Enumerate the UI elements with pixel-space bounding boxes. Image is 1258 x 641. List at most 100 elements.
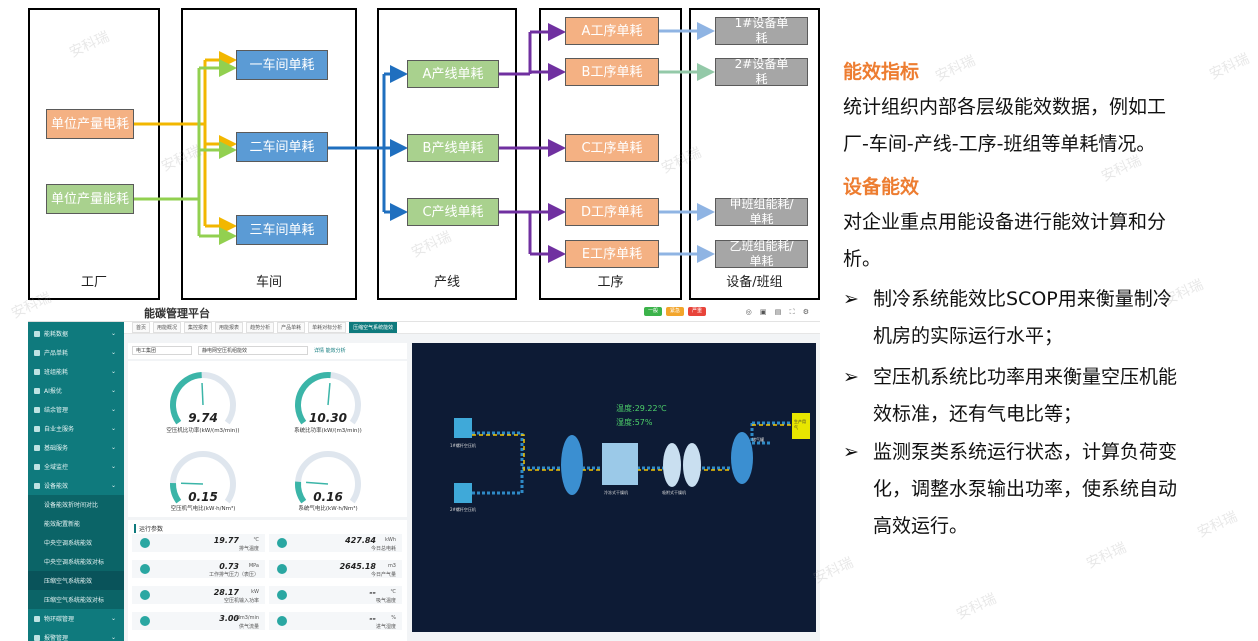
sidebar-item[interactable]: 物环碳管理⌄ <box>28 609 124 628</box>
tab[interactable]: 用能报表 <box>215 322 244 333</box>
menu-label: 全域监控 <box>44 464 69 471</box>
watermark: 安科瑞 <box>1207 50 1252 84</box>
tier-label: 设备/班组 <box>726 275 783 290</box>
menu-icon <box>34 463 40 470</box>
tab[interactable]: 集控报表 <box>184 322 213 333</box>
param-unit: m3 <box>387 563 396 569</box>
sidebar-item[interactable]: 自业主服务⌄ <box>28 419 124 438</box>
menu-label: 班组能耗 <box>44 369 69 376</box>
sidebar-menu: 能耗数据⌄产品单耗⌄班组能耗⌄AI报优⌄结余管理⌄自业主服务⌄基础服务⌄全域监控… <box>28 322 124 641</box>
node-workshop-1: 一车间单耗 <box>236 50 328 80</box>
sidebar-item[interactable]: 设备能效⌄ <box>28 476 124 495</box>
watermark: 安科瑞 <box>1195 508 1240 542</box>
para-device-line1: 对企业重点用能设备进行能效计算和分 <box>843 211 1167 233</box>
node-team-yi: 乙班组能耗/单耗 <box>715 239 808 268</box>
gauge-fill <box>170 372 202 425</box>
compressed-air-diagram: 温度:29.22℃ 湿度:57% 1#螺杆空压机 2#螺杆空压机 冷冻式干燥机 … <box>412 343 816 632</box>
sidebar-item[interactable]: 结余管理⌄ <box>28 400 124 419</box>
scada-tank-label: 储气罐 <box>752 437 764 442</box>
filter-group-select[interactable]: 静电网空压机组能效 <box>198 346 308 355</box>
menu-label: 能效配置新能 <box>44 521 81 528</box>
sidebar-subitem[interactable]: 中央空调系统能效 <box>28 533 124 552</box>
node-process-a: A工序单耗 <box>565 17 659 45</box>
param-icon <box>140 564 150 574</box>
bullet-text: 制冷系统能效比SCOP用来衡量制冷 <box>873 288 1172 310</box>
tab[interactable]: 产品单耗 <box>277 322 306 333</box>
node-team-jia: 甲班组能耗/单耗 <box>715 197 808 226</box>
app-title: 能碳管理平台 <box>144 307 210 320</box>
sidebar-subitem[interactable]: 压缩空气系统能效 <box>28 571 124 590</box>
sidebar-subitem[interactable]: 设备能效折时间对比 <box>28 495 124 514</box>
bullet-arrow-icon: ➢ <box>843 441 859 463</box>
badge-urgent[interactable]: 紧急 <box>665 307 684 316</box>
param-icon <box>140 590 150 600</box>
tier-label: 产线 <box>433 275 460 290</box>
param-value: 427.84 <box>345 536 376 545</box>
tab[interactable]: 趋势分析 <box>246 322 275 333</box>
toolbar-icons[interactable]: ◎ ▣ ▤ ⛶ ⚙ <box>745 308 812 316</box>
scada-comp2-label: 2#螺杆空压机 <box>450 507 476 512</box>
param-icon <box>277 616 287 626</box>
sidebar-item[interactable]: 基础服务 ⌄ <box>28 438 124 457</box>
chevron-down-icon: ⌄ <box>110 463 116 470</box>
node-process-d: D工序单耗 <box>565 198 659 226</box>
scada-dryer1-label: 冷冻式干燥机 <box>604 490 628 495</box>
param-value: -- <box>369 614 376 623</box>
gauge-needle <box>306 481 329 485</box>
sidebar-item[interactable]: 产品单耗⌄ <box>28 343 124 362</box>
param-value: 0.73 <box>219 562 239 571</box>
gauge-value: 0.15 <box>188 490 218 504</box>
gauge-needle <box>201 382 204 406</box>
sidebar: 能耗数据⌄产品单耗⌄班组能耗⌄AI报优⌄结余管理⌄自业主服务⌄基础服务⌄全域监控… <box>28 302 124 641</box>
param-value: 3.00 <box>219 614 239 623</box>
param-unit: ℃ <box>390 589 396 595</box>
gauge-label: 空压机比功率(kW/(m3/min)) <box>166 428 240 434</box>
param-icon <box>277 590 287 600</box>
menu-label: 基础服务 <box>44 445 69 452</box>
chevron-down-icon: ⌄ <box>110 634 116 641</box>
sidebar-subitem[interactable]: 能效配置新能 <box>28 514 124 533</box>
gauge-needle <box>327 383 331 406</box>
chevron-down-icon: ⌄ <box>110 330 116 337</box>
param-value: 2645.18 <box>339 562 376 571</box>
filter-company-select[interactable]: 电工集团 <box>132 346 192 355</box>
tab[interactable]: 首页 <box>132 322 151 333</box>
badge-normal[interactable]: 一般 <box>643 307 662 316</box>
chevron-down-icon: ⌄ <box>110 444 116 451</box>
sidebar-subitem[interactable]: 压缩空气系统能效对标 <box>28 590 124 609</box>
tab[interactable]: 用能概况 <box>153 322 182 333</box>
menu-label: 中央空调系统能效对标 <box>44 559 105 566</box>
param-unit: kW <box>251 589 259 595</box>
sidebar-item[interactable]: 全域监控 ⌄ <box>28 457 124 476</box>
sidebar-item[interactable]: 报警管理⌄ <box>28 628 124 641</box>
para-efficiency-line1: 统计组织内部各层级能效数据，例如工 <box>843 96 1167 118</box>
watermark: 安科瑞 <box>933 52 978 86</box>
para-device-line2: 析。 <box>843 248 882 270</box>
sidebar-item[interactable]: AI报优⌄ <box>28 381 124 400</box>
param-unit: kWh <box>384 537 396 543</box>
node-line-b: B产线单耗 <box>407 134 499 162</box>
gauge-fill <box>170 482 182 504</box>
param-unit: MPa <box>248 563 259 569</box>
menu-icon <box>34 349 40 356</box>
node-process-c: C工序单耗 <box>565 134 659 162</box>
sidebar-subitem[interactable]: 中央空调系统能效对标 <box>28 552 124 571</box>
gauge-label: 空压机气电比(kW·h/Nm³) <box>170 506 236 512</box>
bullet-text: 空压机系统比功率用来衡量空压机能 <box>873 366 1178 388</box>
badge-severe[interactable]: 严重 <box>687 307 706 316</box>
tab[interactable]: 单耗对标分析 <box>308 322 347 333</box>
menu-icon <box>34 634 40 641</box>
menu-icon <box>34 482 40 489</box>
param-icon <box>277 564 287 574</box>
scada-svg <box>454 413 810 503</box>
sidebar-item[interactable]: 班组能耗⌄ <box>28 362 124 381</box>
node-workshop-3: 三车间单耗 <box>236 215 328 245</box>
param-value: 19.77 <box>213 536 239 545</box>
filter-links[interactable]: 详情 能效分析 <box>314 348 346 354</box>
tab[interactable]: 压缩空气系统能效 <box>349 322 398 333</box>
sidebar-item[interactable]: 能耗数据⌄ <box>28 324 124 343</box>
